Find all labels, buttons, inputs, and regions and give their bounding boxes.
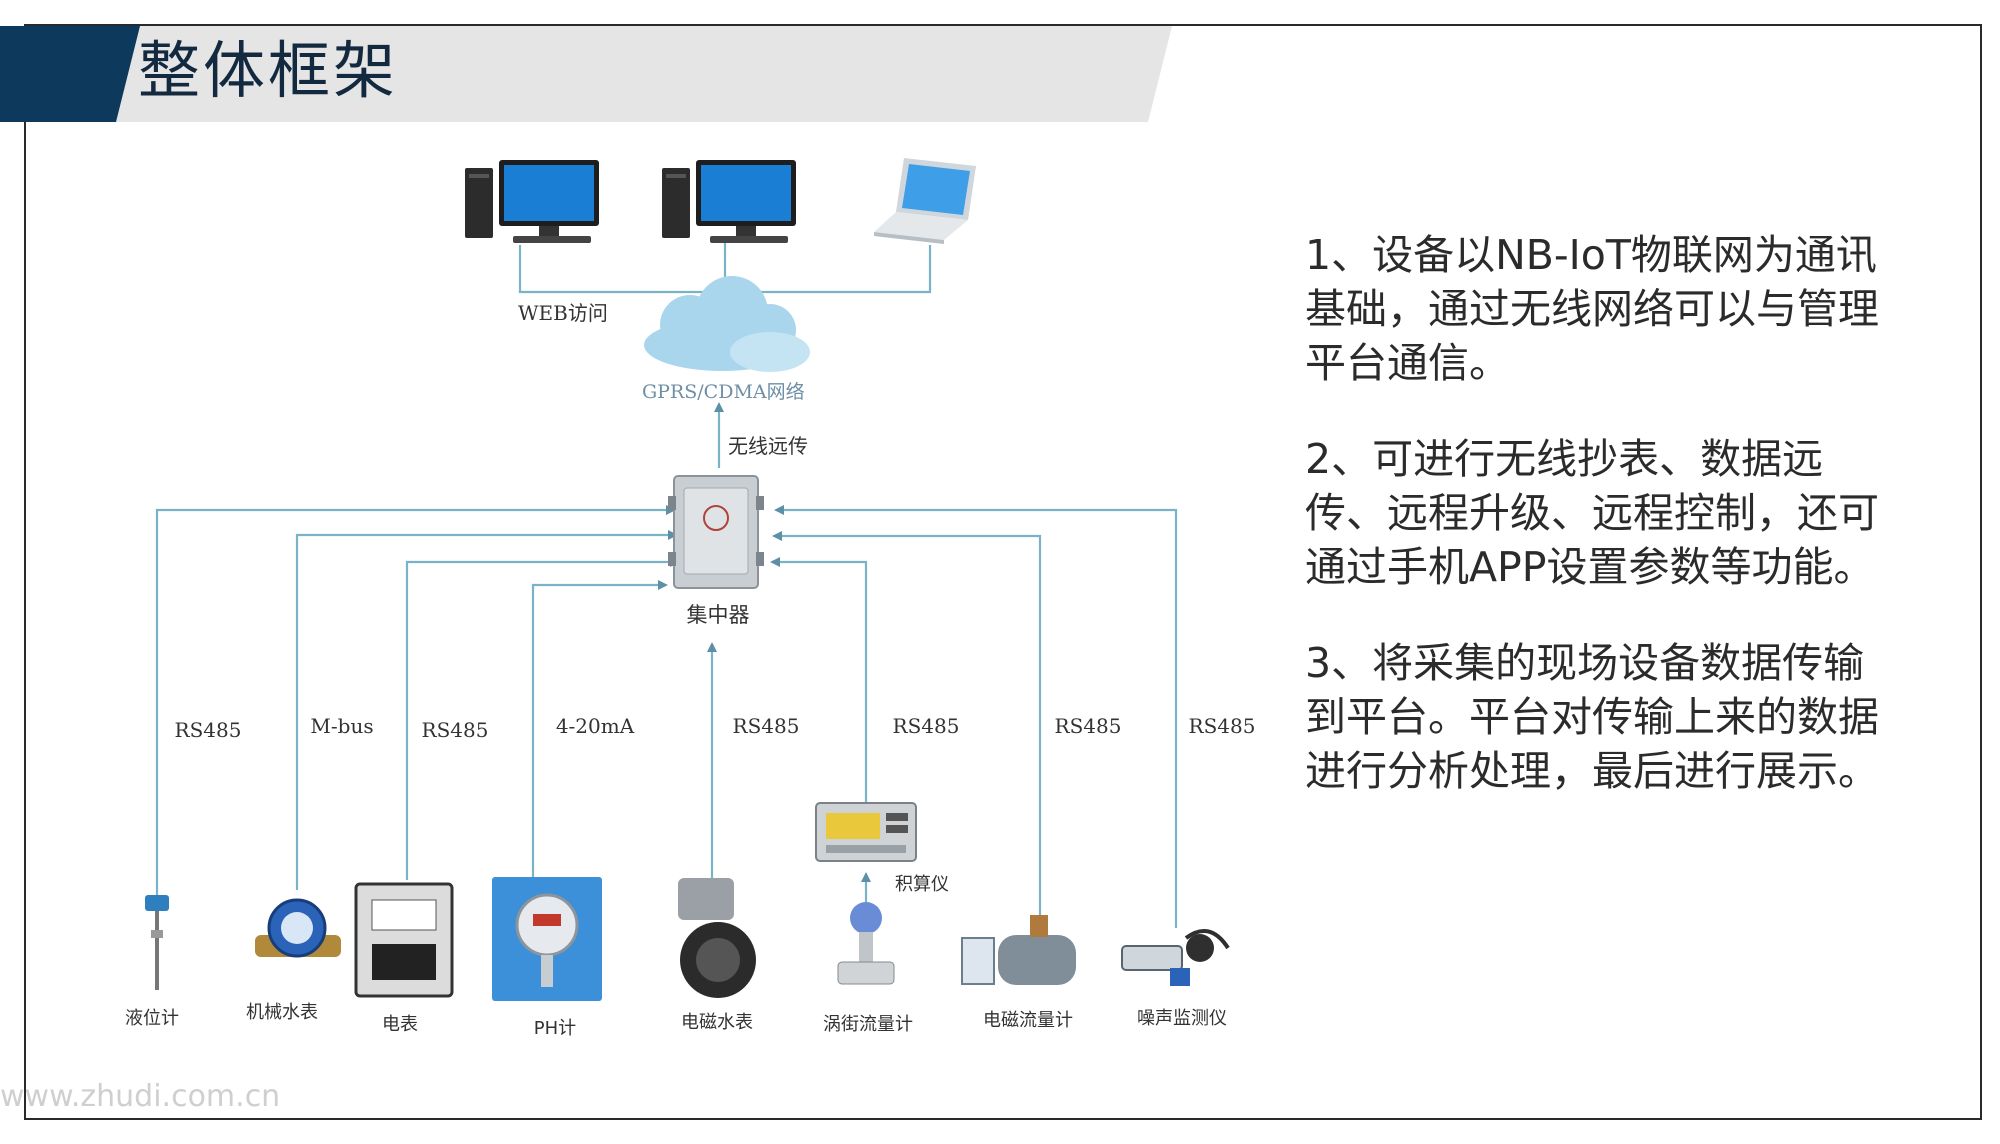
connection-line-6 [778,560,868,808]
header-bar [0,26,1172,122]
cloud-icon [644,276,810,372]
device-label: 机械水表 [246,1002,318,1023]
note-item: 2、可进行无线抄表、数据远传、远程升级、远程控制，还可通过手机APP设置参数等功… [1305,435,1879,591]
system-diagram: WEB访问 GPRS/CDMA网络 无线远传 集中器 RS485 M-bus R… [125,158,1256,1039]
magnetic-water-meter-icon [678,878,756,998]
wireless-transmission-label: 无线远传 [728,434,808,458]
connection-line-1 [155,508,668,900]
electromagnetic-flowmeter-icon [961,915,1076,985]
protocol-label: RS485 [893,714,960,738]
integrator-icon [815,802,917,862]
watermark: www.zhudi.com.cn [0,1079,281,1114]
arrow-icon [658,580,668,590]
header-bar-dark [0,26,140,122]
arrow-icon [774,505,784,515]
arrow-icon [861,872,871,882]
device-label: 涡街流量计 [823,1014,913,1035]
arrow-icon [714,402,724,412]
protocol-label: 4-20mA [556,714,635,738]
protocol-label: RS485 [175,718,242,742]
device-label: 电磁水表 [681,1012,753,1033]
header-bar-light [0,26,1172,122]
ph-meter-icon [492,877,602,1001]
protocol-label: RS485 [733,714,800,738]
device-label: 电表 [382,1014,418,1035]
arrow-icon [772,531,782,541]
water-meter-icon [255,898,341,958]
protocol-label: RS485 [1055,714,1122,738]
protocol-label: M-bus [310,714,373,738]
level-meter-icon [145,895,169,990]
laptop-icon [874,158,976,244]
noise-monitor-icon [1121,928,1230,986]
cloud-network-label: GPRS/CDMA网络 [642,381,805,403]
arrow-icon [707,642,717,652]
concentrator-box-icon [668,475,764,589]
electricity-meter-icon [354,882,454,998]
device-label: PH计 [534,1018,576,1039]
connection-line-7 [780,534,1042,925]
page-title: 整体框架 [138,34,399,107]
connection-line-8 [782,508,1178,928]
arrow-icon [770,557,780,567]
note-item: 3、将采集的现场设备数据传输到平台。平台对传输上来的数据进行分析处理，最后进行展… [1305,639,1879,795]
desktop-computer-icon [662,160,796,243]
protocol-label: RS485 [1189,714,1256,738]
slide-frame [24,24,1982,1120]
connection-line-4 [531,583,660,880]
desktop-computer-icon [465,160,599,243]
web-access-label: WEB访问 [518,301,608,325]
vortex-flowmeter-icon [837,902,895,985]
device-label: 液位计 [125,1008,179,1029]
protocol-labels: RS485 M-bus RS485 4-20mA RS485 RS485 RS4… [175,714,1256,742]
protocol-label: RS485 [422,718,489,742]
integrator-label: 积算仪 [895,874,949,895]
device-label: 噪声监测仪 [1137,1008,1227,1029]
connection-line-2 [295,533,670,890]
notes-panel: 1、设备以NB-IoT物联网为通讯基础，通过无线网络可以与管理平台通信。 2、可… [1305,228,1905,840]
device-labels: 液位计 机械水表 电表 PH计 电磁水表 涡街流量计 电磁流量计 噪声监测仪 [125,1002,1227,1039]
concentrator-label: 集中器 [687,603,750,627]
connection-line-3 [405,560,672,880]
note-item: 1、设备以NB-IoT物联网为通讯基础，通过无线网络可以与管理平台通信。 [1305,231,1879,387]
device-label: 电磁流量计 [983,1010,1073,1031]
